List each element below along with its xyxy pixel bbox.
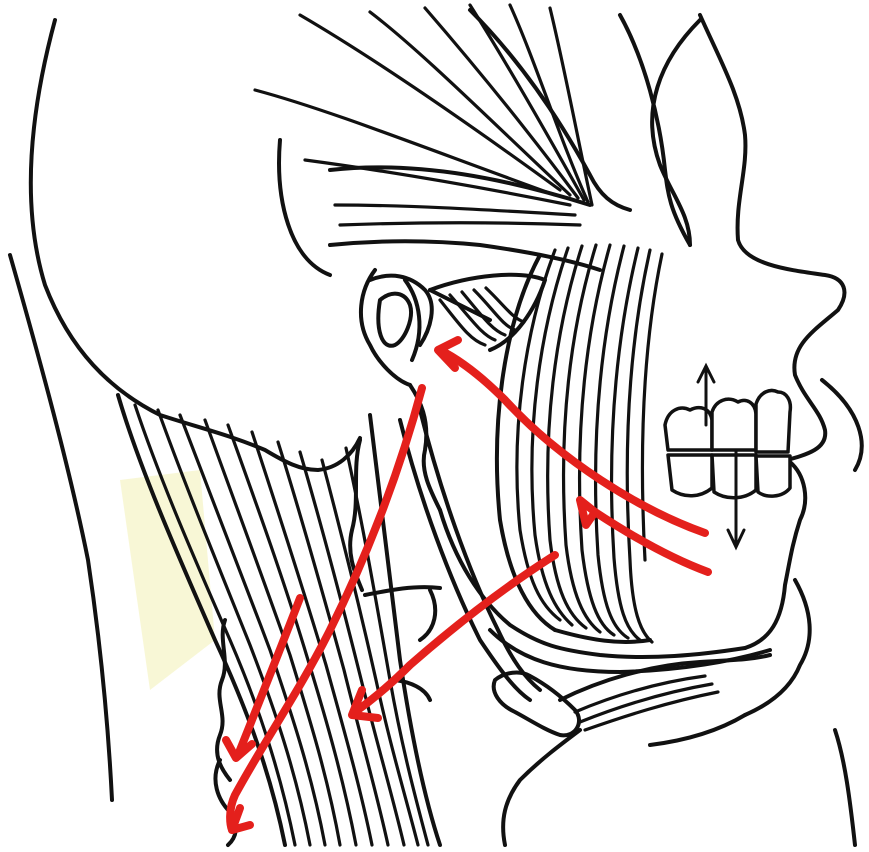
- force-arrows: [226, 340, 708, 830]
- neck-shading: [120, 470, 215, 690]
- masseter-muscle: [497, 245, 662, 642]
- teeth: [665, 391, 790, 498]
- mandible: [440, 510, 770, 672]
- temporalis-muscle: [255, 5, 592, 225]
